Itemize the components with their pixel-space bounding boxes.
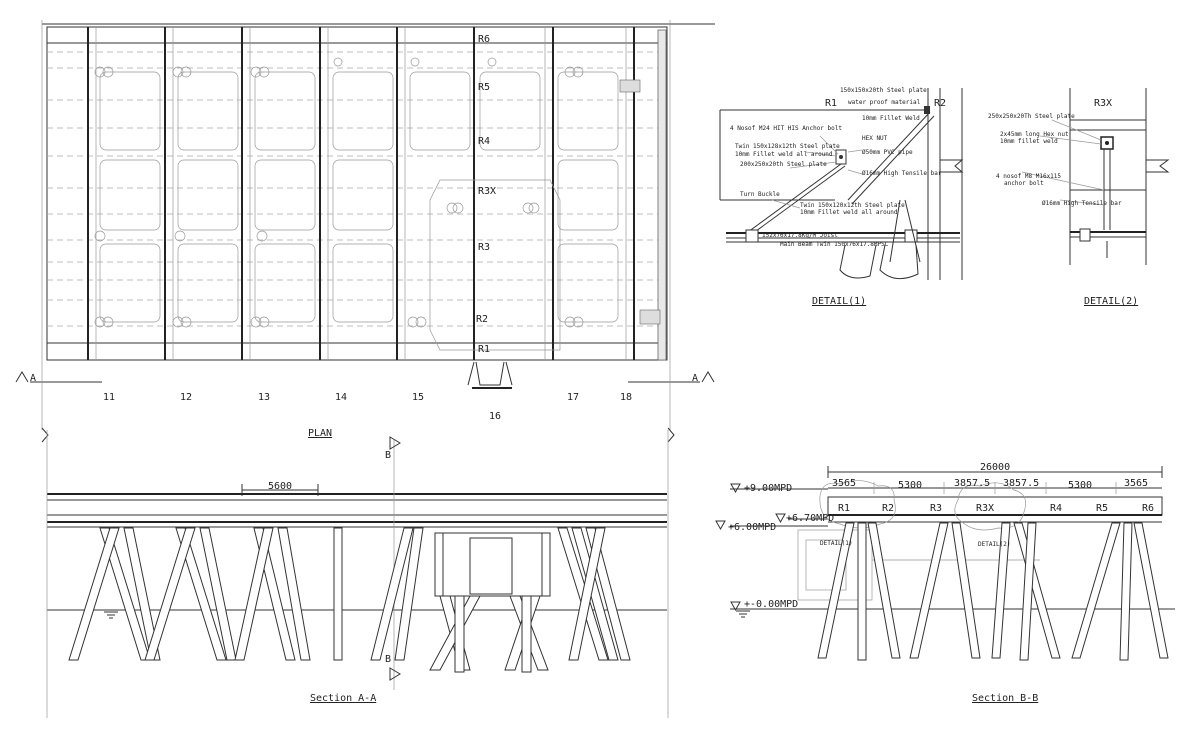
section-marker-a-right: A: [692, 373, 698, 384]
section-bb-bay-dim-5: 5300: [1068, 480, 1092, 491]
detail1-note-joist: 152x76x17.8Kg/M Joist: [762, 232, 838, 239]
detail1-note-main-beam: Main Beam Twin 150x76x17.8MPSC: [780, 241, 889, 248]
plan-column-beams: [87, 27, 635, 360]
detail1-note-pvc-pipe: Ø50mm PVC pipe: [862, 149, 913, 156]
row-label-r4: R4: [478, 136, 490, 147]
detail2-note-hex-nut: 2x45mm long Hex nut: [1000, 131, 1069, 138]
level-0-00: +-0.00MPD: [744, 599, 798, 610]
level-9-00: +9.00MPD: [744, 483, 792, 494]
section-bb-overall-dimension: 26000: [980, 462, 1010, 473]
grid-number-16: 16: [489, 411, 501, 422]
detail2-note-weld: 10mm fillet weld: [1000, 138, 1058, 145]
plan-row-lines: [47, 51, 667, 327]
detail2-note-anchor: 4 nosof M8 M16x115: [996, 173, 1061, 180]
detail1-label-r2: R2: [934, 98, 946, 109]
detail1-note-steel-plate: 150x150x20th Steel plate: [840, 87, 927, 94]
section-bb-bay-dim-3: 3857.5: [954, 478, 990, 489]
support-label-r3x: R3X: [976, 503, 994, 514]
detail1-callout: DETAIL(1): [820, 540, 853, 547]
detail1-label-r1: R1: [825, 98, 837, 109]
level-6-00: +6.00MPD: [728, 522, 776, 533]
section-aa-title: Section A-A: [310, 693, 376, 704]
detail1-note-fillet-weld: 10mm Fillet Weld: [862, 115, 920, 122]
detail1-title: DETAIL(1): [812, 296, 866, 307]
row-label-r5: R5: [478, 82, 490, 93]
section-aa-dimension: 5600: [268, 481, 292, 492]
detail1-note-waterproof: water proof material: [848, 99, 921, 106]
support-label-r4: R4: [1050, 503, 1062, 514]
section-bb-piles: [817, 522, 1169, 661]
detail1-note-base-plate: 200x250x20th Steel plate: [740, 161, 827, 168]
section-bb-view: [715, 466, 1175, 661]
section-bb-bay-dim-4: 3857.5: [1003, 478, 1039, 489]
row-label-r3: R3: [478, 242, 490, 253]
detail2-label-r3x: R3X: [1094, 98, 1112, 109]
support-label-r2: R2: [882, 503, 894, 514]
section-bb-bay-dim-6: 3565: [1124, 478, 1148, 489]
detail1-note-hex-nut: HEX NUT: [862, 135, 888, 142]
section-bb-bay-dim-2: 5300: [898, 480, 922, 491]
detail1-note-twin-plate-2: Twin 150x120x12th Steel plate: [800, 202, 905, 209]
detail1-note-anchor-bolt: 4 Nosof M24 HIT HIS Anchor bolt: [730, 125, 842, 132]
detail1-note-weld-around: 10mm Fillet weld all around: [735, 151, 833, 158]
grid-number-15: 15: [412, 392, 424, 403]
grid-number-14: 14: [335, 392, 347, 403]
section-bb-title: Section B-B: [972, 693, 1038, 704]
section-aa-piles: [68, 527, 631, 661]
level-6-70: +6.70MPD: [786, 513, 834, 524]
section-marker-b-top: B: [385, 450, 391, 461]
support-label-r3: R3: [930, 503, 942, 514]
plan-panels: [99, 71, 619, 323]
detail2-note-anchor-bolt: anchor bolt: [1004, 180, 1044, 187]
row-label-r3x: R3X: [478, 186, 496, 197]
support-label-r6: R6: [1142, 503, 1154, 514]
grid-number-11: 11: [103, 392, 115, 403]
detail2-callout: DETAIL(2): [978, 541, 1011, 548]
section-marker-a-left: A: [30, 373, 36, 384]
detail2-note-tensile-bar: Ø16mm High Tensile bar: [1042, 200, 1122, 207]
plan-title: PLAN: [308, 428, 332, 439]
support-label-r5: R5: [1096, 503, 1108, 514]
grid-number-17: 17: [567, 392, 579, 403]
detail2-title: DETAIL(2): [1084, 296, 1138, 307]
row-label-r6: R6: [478, 34, 490, 45]
row-label-r2: R2: [476, 314, 488, 325]
detail1-note-tensile-bar: Ø16mm High Tensile bar: [862, 170, 942, 177]
section-marker-b-bottom: B: [385, 654, 391, 665]
detail1-view: [719, 88, 964, 280]
detail1-note-weld-around-2: 10mm Fillet weld all around: [800, 209, 898, 216]
plan-view: [15, 20, 715, 443]
support-label-r1: R1: [838, 503, 850, 514]
plan-node-circles: [94, 57, 584, 328]
detail2-view: [1021, 88, 1170, 265]
grid-number-13: 13: [258, 392, 270, 403]
detail1-note-turn-buckle: Turn Buckle: [740, 191, 780, 198]
section-aa-view: [46, 430, 669, 718]
detail1-note-twin-plate: Twin 150x128x12th Steel plate: [735, 143, 840, 150]
section-bb-bay-dim-1: 3565: [832, 478, 856, 489]
detail2-note-plate: 250x250x20Th Steel plate: [988, 113, 1075, 120]
row-label-r1: R1: [478, 344, 490, 355]
grid-number-18: 18: [620, 392, 632, 403]
grid-number-12: 12: [180, 392, 192, 403]
